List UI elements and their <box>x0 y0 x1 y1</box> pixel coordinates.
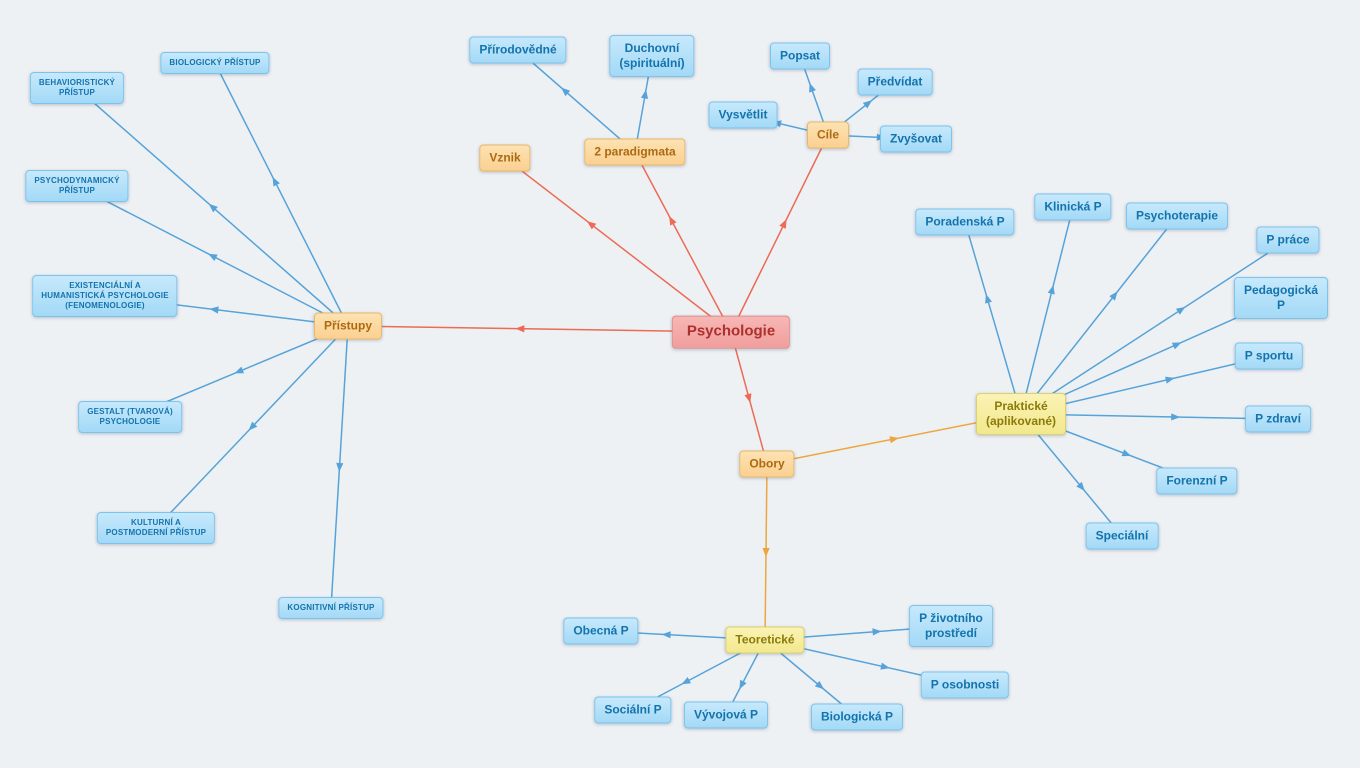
arrowhead-icon <box>814 680 825 690</box>
node-psychodynamicky[interactable]: PSYCHODYNAMICKÝ PŘÍSTUP <box>25 170 129 202</box>
node-biologicka[interactable]: Biologická P <box>810 703 904 731</box>
node-pzivotniho[interactable]: P životního prostředí <box>909 605 993 647</box>
arrowhead-icon <box>661 631 671 639</box>
node-paradigmata[interactable]: 2 paradigmata <box>584 138 686 166</box>
node-existencialni[interactable]: EXISTENCIÁLNÍ A HUMANISTICKÁ PSYCHOLOGIE… <box>32 275 178 317</box>
node-pristupy[interactable]: Přístupy <box>313 312 383 340</box>
arrowhead-icon <box>208 203 218 213</box>
node-posobnosti[interactable]: P osobnosti <box>920 671 1010 699</box>
arrowhead-icon <box>640 89 649 99</box>
arrowhead-icon <box>669 215 677 226</box>
node-biologicky[interactable]: BIOLOGICKÝ PŘÍSTUP <box>160 52 270 74</box>
edge-prakticke-psychoterapie <box>1020 215 1178 415</box>
edge-psychologie-pristupy <box>347 325 732 333</box>
node-behavioristicky[interactable]: BEHAVIORISTICKÝ PŘÍSTUP <box>29 72 125 104</box>
arrowhead-icon <box>248 421 258 431</box>
arrowhead-icon <box>872 628 882 636</box>
edge-psychologie-paradigmata <box>634 151 732 333</box>
arrowhead-icon <box>862 100 873 109</box>
node-vysvetlit[interactable]: Vysvětlit <box>708 101 778 129</box>
arrowhead-icon <box>779 219 787 229</box>
node-popsat[interactable]: Popsat <box>769 42 831 70</box>
node-psychoterapie[interactable]: Psychoterapie <box>1125 202 1229 230</box>
node-pprace[interactable]: P práce <box>1256 226 1320 254</box>
arrowhead-icon <box>1121 449 1132 457</box>
node-predvidat[interactable]: Předvídat <box>857 68 933 96</box>
arrowhead-icon <box>1175 306 1186 315</box>
node-forenzni[interactable]: Forenzní P <box>1156 467 1238 495</box>
arrowhead-icon <box>586 221 597 230</box>
arrowhead-icon <box>1047 284 1055 295</box>
edge-prakticke-klinicka <box>1020 206 1074 415</box>
node-vznik[interactable]: Vznik <box>479 144 531 172</box>
arrowhead-icon <box>234 366 245 374</box>
node-pedagogicka[interactable]: Pedagogická P <box>1233 277 1329 319</box>
arrowhead-icon <box>1171 342 1182 350</box>
edge-psychologie-cile <box>730 134 829 333</box>
arrowhead-icon <box>985 293 992 304</box>
node-kulturni[interactable]: KULTURNÍ A POSTMODERNÍ PŘÍSTUP <box>96 512 216 544</box>
edge-psychologie-vznik <box>504 157 732 333</box>
arrowhead-icon <box>209 306 219 314</box>
arrowhead-icon <box>208 253 218 262</box>
node-obory[interactable]: Obory <box>739 450 795 478</box>
node-klinicka[interactable]: Klinická P <box>1034 193 1112 221</box>
arrowhead-icon <box>744 393 752 403</box>
edge-prakticke-pprace <box>1020 239 1289 415</box>
arrowhead-icon <box>739 679 747 690</box>
node-gestalt[interactable]: GESTALT (TVAROVÁ) PSYCHOLOGIE <box>78 401 182 433</box>
edge-prakticke-poradenska <box>964 221 1022 415</box>
node-kognitivni[interactable]: KOGNITIVNÍ PŘÍSTUP <box>278 597 384 619</box>
edge-pristupy-biologicky <box>214 62 349 327</box>
arrowhead-icon <box>681 676 692 685</box>
arrowhead-icon <box>762 547 770 557</box>
arrowhead-icon <box>1165 376 1175 384</box>
node-prakticke[interactable]: Praktické (aplikované) <box>975 393 1067 435</box>
arrowhead-icon <box>1109 291 1118 301</box>
arrowhead-icon <box>889 436 899 444</box>
node-teoreticke[interactable]: Teoretické <box>725 626 805 654</box>
node-vyvojova[interactable]: Vývojová P <box>683 701 769 729</box>
node-specialni[interactable]: Speciální <box>1085 522 1159 550</box>
edge-paradigmata-prirodovedne <box>517 49 636 153</box>
arrowhead-icon <box>561 87 571 97</box>
node-socialni[interactable]: Sociální P <box>594 696 672 724</box>
arrowhead-icon <box>880 662 890 670</box>
node-psychologie[interactable]: Psychologie <box>671 315 791 349</box>
arrowhead-icon <box>809 82 816 93</box>
node-zvysovat[interactable]: Zvyšovat <box>879 125 953 153</box>
arrowhead-icon <box>515 325 525 333</box>
node-obecna[interactable]: Obecná P <box>563 617 639 645</box>
arrowhead-icon <box>1171 413 1181 421</box>
node-psportu[interactable]: P sportu <box>1234 342 1304 370</box>
arrowhead-icon <box>1076 481 1085 492</box>
node-poradenska[interactable]: Poradenská P <box>915 208 1015 236</box>
node-duchovni[interactable]: Duchovní (spirituální) <box>609 35 695 77</box>
node-pzdravi[interactable]: P zdraví <box>1245 405 1311 433</box>
node-cile[interactable]: Cíle <box>806 121 850 149</box>
arrowhead-icon <box>336 462 344 472</box>
node-prirodovedne[interactable]: Přírodovědné <box>469 36 567 64</box>
arrowhead-icon <box>272 176 280 187</box>
